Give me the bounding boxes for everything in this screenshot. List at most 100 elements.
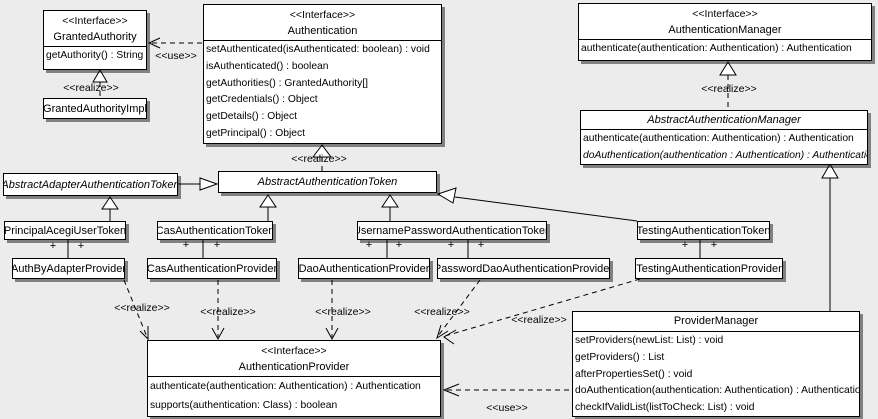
class-name: TestingAuthenticationToken (637, 224, 770, 237)
realize-label: <<realize>> (414, 306, 470, 318)
class-header: ProviderManager (573, 312, 859, 331)
class-granted-authority[interactable]: <<Interface>> GrantedAuthority getAuthor… (43, 10, 147, 70)
realize-triangle-grantedauthority (92, 69, 108, 83)
realize-arrowhead-dao (325, 327, 339, 341)
generalization-testing-token (436, 187, 638, 222)
association-end-plus: + (681, 239, 689, 251)
class-password-dao-authentication-provider[interactable]: PasswordDaoAuthenticationProvider (437, 258, 610, 279)
class-name: GrantedAuthorityImpl (43, 102, 147, 115)
generalization-adapter-token-to-abstract-token (178, 177, 219, 191)
association-end-plus: + (77, 240, 85, 252)
class-granted-authority-impl[interactable]: GrantedAuthorityImpl (43, 98, 147, 119)
realize-arrowhead-authbyadapter (139, 326, 149, 341)
method-abstract: doAuthentication(authentication : Authen… (583, 149, 868, 161)
class-name: CasAuthenticationToken (157, 224, 273, 237)
method: authenticate(authentication: Authenticat… (150, 381, 421, 392)
class-name: Authentication (287, 25, 358, 37)
stereotype-label: <<Interface>> (62, 15, 128, 27)
method: setAuthenticated(isAuthenticated: boolea… (206, 44, 430, 55)
class-name: AuthenticationManager (668, 24, 782, 36)
method: getDetails() : Object (206, 111, 297, 123)
association-end-plus: + (447, 239, 455, 251)
realize-authbyadapter-provider (123, 279, 148, 338)
class-name: AbstractAuthenticationManager (647, 114, 801, 126)
class-authentication-manager[interactable]: <<Interface>> AuthenticationManager auth… (578, 3, 872, 61)
method: getCredentials() : Object (206, 94, 318, 106)
class-name: GrantedAuthority (53, 31, 137, 43)
association-end-plus: + (213, 239, 221, 251)
class-testing-authentication-provider[interactable]: TestingAuthenticationProvider (635, 258, 783, 279)
use-arrowhead-grantedauthority (147, 37, 161, 49)
generalization-cas-token (259, 194, 277, 221)
realize-triangle-authenticationmanager (719, 61, 737, 76)
realize-label: <<realize>> (63, 82, 119, 94)
method: getAuthority() : String (46, 50, 144, 61)
class-abstract-authentication-manager[interactable]: AbstractAuthenticationManager authentica… (580, 110, 868, 165)
realize-arrowhead-cas (211, 327, 225, 341)
realize-passworddao-provider (437, 279, 481, 337)
realize-label: <<realize>> (701, 83, 757, 95)
class-authentication-provider[interactable]: <<Interface>> AuthenticationProvider aut… (147, 340, 441, 417)
association-end-plus: + (182, 239, 190, 251)
realize-arrowhead-passworddao (436, 324, 449, 340)
realize-label: <<realize>> (200, 306, 256, 318)
class-name: AbstractAuthenticationToken (257, 176, 398, 188)
method: getPrincipal() : Object (206, 127, 306, 139)
use-label: <<use>> (155, 50, 197, 62)
realize-triangle-authentication (312, 144, 332, 158)
class-cas-authentication-provider[interactable]: CasAuthenticationProvider (147, 258, 277, 279)
class-abstract-authentication-token[interactable]: AbstractAuthenticationToken (218, 171, 437, 193)
generalization-principal-token (101, 196, 119, 221)
class-name: CasAuthenticationProvider (147, 262, 277, 275)
class-abstract-adapter-authentication-token[interactable]: AbstractAdapterAuthenticationToken (3, 173, 178, 196)
class-name: AuthByAdapterProvider (12, 262, 125, 275)
use-arrowhead-authenticationprovider (442, 383, 460, 397)
class-header: <<Interface>> Authentication (204, 5, 441, 40)
methods-compartment: getAuthority() : String (44, 46, 146, 65)
class-header: <<Interface>> AuthenticationProvider (148, 341, 440, 376)
method: supports(authentication: Class) : boolea… (150, 399, 338, 411)
method: doAuthentication(authentication: Authent… (575, 385, 860, 397)
realize-label: <<realize>> (291, 153, 347, 165)
methods-compartment: authenticate(authentication: Authenticat… (581, 129, 868, 164)
class-provider-manager[interactable]: ProviderManager setProviders(newList: Li… (572, 311, 860, 417)
association-end-plus: + (395, 239, 403, 251)
method: authenticate(authentication: Authenticat… (581, 43, 852, 54)
method: afterPropertiesSet() : void (575, 368, 693, 380)
class-name: DaoAuthenticationProvider (298, 262, 430, 275)
class-name: UsernamePasswordAuthenticationToken (357, 224, 547, 237)
class-principal-acegi-user-token[interactable]: PrincipalAcegiUserToken (4, 221, 126, 240)
realize-label: <<realize>> (315, 306, 371, 318)
method: getAuthorities() : GrantedAuthority[] (206, 77, 368, 89)
class-header: <<Interface>> GrantedAuthority (44, 11, 146, 46)
class-username-password-authentication-token[interactable]: UsernamePasswordAuthenticationToken (357, 221, 547, 240)
class-name: TestingAuthenticationProvider (636, 262, 782, 275)
methods-compartment: setProviders(newList: List) : void getPr… (573, 331, 860, 416)
method: getProviders() : List (575, 351, 665, 363)
class-name: AuthenticationProvider (238, 361, 350, 373)
class-name: ProviderManager (673, 315, 759, 327)
method: authenticate(authentication: Authenticat… (583, 133, 854, 144)
stereotype-label: <<Interface>> (289, 9, 356, 21)
class-dao-authentication-provider[interactable]: DaoAuthenticationProvider (298, 258, 430, 279)
methods-compartment: authenticate(authentication: Authenticat… (148, 376, 440, 415)
class-name: AbstractAdapterAuthenticationToken (3, 178, 178, 191)
methods-compartment: authenticate(authentication: Authenticat… (579, 39, 871, 58)
class-cas-authentication-token[interactable]: CasAuthenticationToken (157, 221, 273, 240)
class-auth-by-adapter-provider[interactable]: AuthByAdapterProvider (12, 258, 125, 279)
class-name: PasswordDaoAuthenticationProvider (437, 262, 610, 275)
stereotype-label: <<Interface>> (261, 345, 327, 357)
class-testing-authentication-token[interactable]: TestingAuthenticationToken (637, 221, 770, 240)
method: isAuthenticated() : boolean (206, 60, 329, 72)
stereotype-label: <<Interface>> (692, 8, 758, 20)
class-header: AbstractAuthenticationManager (581, 111, 867, 129)
method: setProviders(newList: List) : void (575, 335, 724, 346)
association-end-plus: + (365, 239, 373, 251)
generalization-username-password-token (381, 194, 399, 221)
methods-compartment: setAuthenticated(isAuthenticated: boolea… (204, 40, 441, 143)
realize-label: <<realize>> (511, 314, 567, 326)
class-authentication[interactable]: <<Interface>> Authentication setAuthenti… (203, 4, 442, 144)
association-end-plus: + (710, 239, 718, 251)
